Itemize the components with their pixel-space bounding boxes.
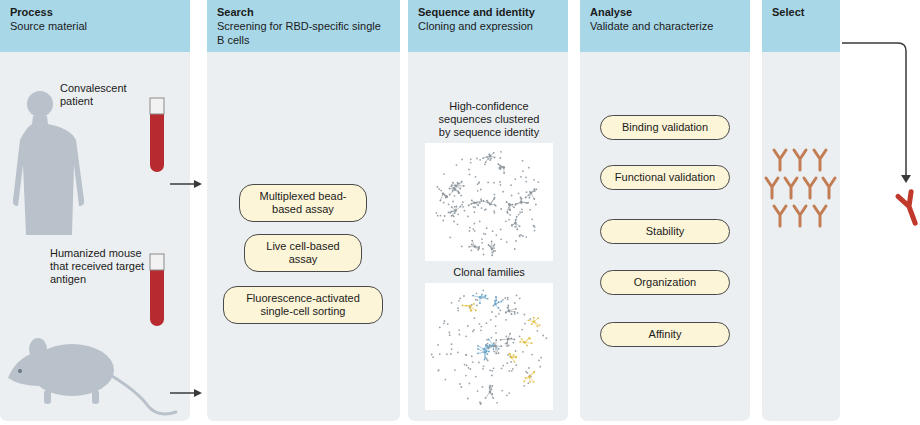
method-box: Multiplexed bead-based assay [239, 184, 367, 222]
network-image [425, 143, 553, 261]
box-text-group: Multiplexed bead-based assay [252, 190, 354, 216]
stage-panel: SearchScreening for RBD-specific single … [207, 0, 400, 421]
panel-body [408, 52, 568, 421]
box-label: Stability [646, 225, 685, 238]
panel-header: AnalyseValidate and characterize [580, 0, 750, 52]
box-text-group: Stability [646, 225, 685, 238]
box-label: Fluorescence-activated single-cell sorti… [236, 292, 370, 318]
panel-header-band [762, 0, 840, 52]
panel-header-band [207, 0, 400, 52]
panel-body [0, 52, 190, 421]
patient-figure [13, 91, 84, 235]
mouse-figure [8, 338, 176, 414]
panel-header-band [580, 0, 750, 52]
panel-subtitle: Validate and characterize [590, 19, 740, 33]
stage-panel: AnalyseValidate and characterizeBinding … [580, 0, 750, 421]
method-box: Live cell-based assay [244, 234, 362, 272]
method-box: Stability [600, 219, 730, 244]
output-arrow [842, 43, 911, 183]
box-label: Binding validation [622, 121, 708, 134]
panel-header-band [408, 0, 568, 52]
box-label: Functional validation [615, 171, 715, 184]
box-label: Organization [634, 276, 696, 289]
method-box: Affinity [600, 322, 730, 347]
stage-panel: Select [762, 0, 840, 421]
method-box: Functional validation [600, 165, 730, 190]
panel-header: Select [762, 0, 840, 52]
blood-tube [150, 254, 164, 326]
stage-panel: Sequence and identityCloning and express… [408, 0, 568, 421]
method-box: Fluorescence-activated single-cell sorti… [223, 286, 383, 324]
panel-title: Process [10, 5, 180, 19]
panel-title: Select [772, 5, 830, 19]
panel-title: Analyse [590, 5, 740, 19]
box-text-group: Organization [634, 276, 696, 289]
box-text-group: Functional validation [615, 171, 715, 184]
blood-tube [150, 98, 164, 172]
panel-title: Sequence and identity [418, 5, 558, 19]
figure-label: High-confidence sequences clustered by s… [433, 100, 545, 139]
panel-header: SearchScreening for RBD-specific single … [207, 0, 400, 52]
panel-header: ProcessSource material [0, 0, 190, 52]
selected-antibody [898, 192, 920, 226]
panel-title: Search [217, 5, 390, 19]
stage-panel: ProcessSource material [0, 0, 190, 421]
panel-header: Sequence and identityCloning and express… [408, 0, 568, 52]
box-label: Live cell-based assay [257, 240, 349, 266]
panel-body [207, 52, 400, 421]
box-text-group: Affinity [649, 328, 682, 341]
panel-body [207, 52, 400, 64]
method-box: Organization [600, 270, 730, 295]
panel-body [580, 52, 750, 64]
panel-body [762, 52, 840, 64]
method-box: Binding validation [600, 115, 730, 140]
box-label: Multiplexed bead-based assay [252, 190, 354, 216]
panel-body [580, 52, 750, 421]
box-text-group: Fluorescence-activated single-cell sorti… [236, 292, 370, 318]
box-text-group: Binding validation [622, 121, 708, 134]
panel-body [0, 52, 190, 64]
figure-label: Clonal families [425, 266, 553, 279]
figure-label: Humanized mouse that received target ant… [50, 247, 150, 286]
panel-body [408, 52, 568, 64]
panel-body [762, 52, 840, 421]
network-image [425, 283, 553, 410]
box-label: Affinity [649, 328, 682, 341]
antibody-group [766, 150, 835, 226]
panel-subtitle: Source material [10, 19, 180, 33]
box-text-group: Live cell-based assay [257, 240, 349, 266]
panel-subtitle: Screening for RBD-specific single B cell… [217, 19, 390, 47]
panel-subtitle: Cloning and expression [418, 19, 558, 33]
panel-header-band [0, 0, 190, 52]
figure-label: Convalescent patient [60, 82, 140, 108]
flow-arrow [170, 180, 202, 397]
